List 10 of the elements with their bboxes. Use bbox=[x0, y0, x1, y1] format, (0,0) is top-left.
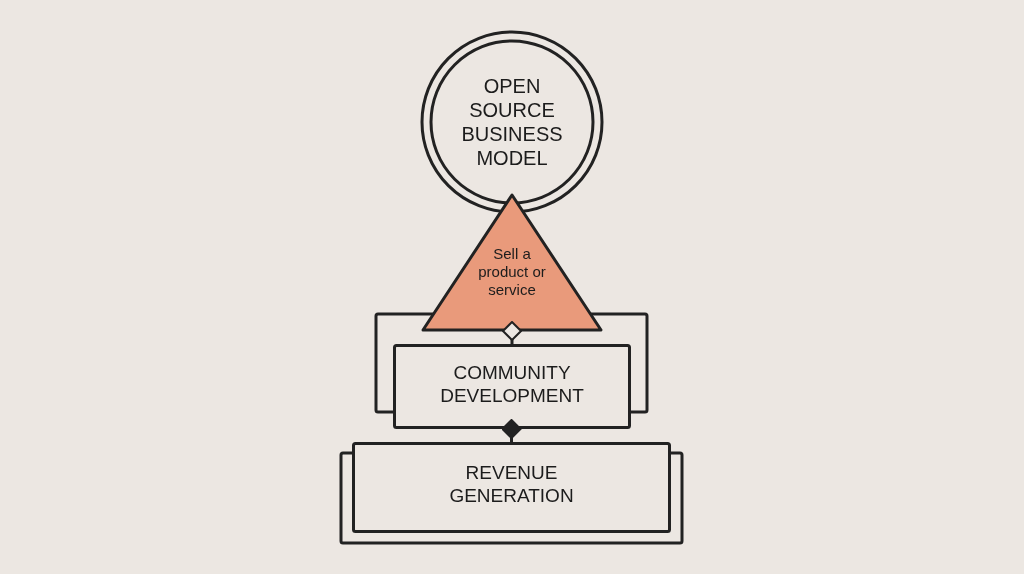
node-title: OPEN SOURCE BUSINESS MODEL bbox=[460, 74, 564, 170]
triangle bbox=[421, 193, 603, 331]
node-label: Sell a product or service bbox=[477, 245, 547, 299]
connector bbox=[501, 419, 522, 442]
node-title: COMMUNITY DEVELOPMENT bbox=[439, 362, 585, 408]
node-title: REVENUE GENERATION bbox=[448, 462, 575, 508]
double-circle bbox=[420, 30, 604, 214]
process-box bbox=[352, 442, 671, 533]
connector bbox=[502, 321, 522, 344]
process-box bbox=[393, 344, 631, 429]
